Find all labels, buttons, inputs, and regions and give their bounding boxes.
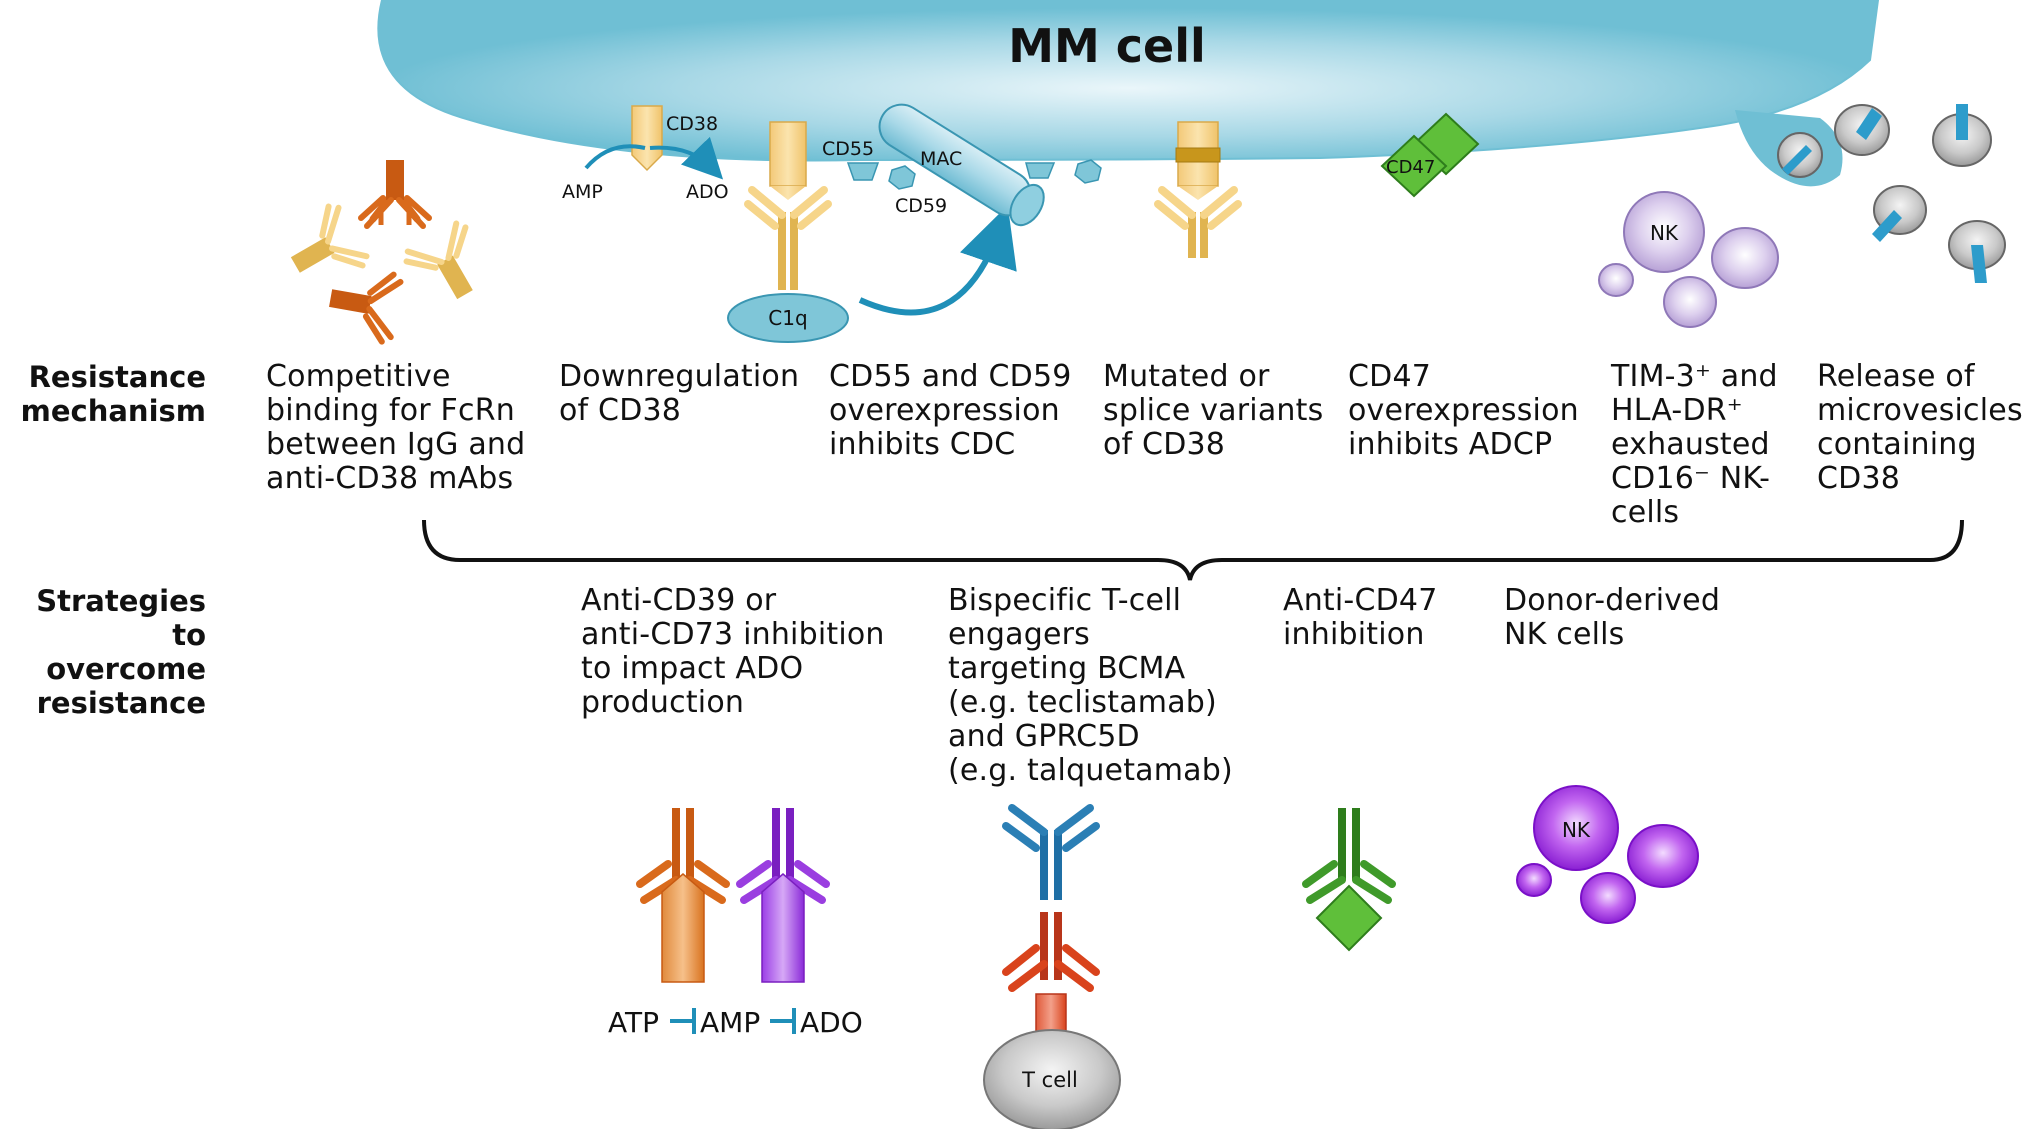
atp-bottom-label: ATP [608,1006,659,1039]
amp-bottom-label: AMP [700,1006,760,1039]
strategy-2: Bispecific T-cell engagers targeting BCM… [948,583,1233,788]
cell-title: MM cell [1008,19,1206,73]
mechanism-4: Mutated or splice variants of CD38 [1103,359,1324,462]
mutated-cd38-illustration [1154,121,1242,258]
microvesicles-illustration [1777,104,2006,283]
cd38-label: CD38 [666,113,718,135]
cd47-illustration: CD47 [1380,112,1480,198]
bispecific-tce-illustration: T cell [983,804,1121,1129]
mm-cell: MM cell [377,0,1880,187]
mac-label: MAC [920,148,962,170]
mechanism-1: Competitive binding for FcRn between IgG… [266,359,526,496]
mechanism-5: CD47 overexpression inhibits ADCP [1348,359,1579,462]
ado-label: ADO [686,181,729,203]
cdc-inhibition-illustration: C1q MAC CD55 CD59 [727,103,1102,343]
strategies-row-header: Strategies to overcome resistance [36,584,206,720]
nk-bottom-label: NK [1562,818,1591,842]
strategy-3: Anti-CD47 inhibition [1283,583,1438,652]
strategy-1: Anti-CD39 or anti-CD73 inhibition to imp… [581,583,885,720]
resistance-row-header: Resistance mechanism [20,360,206,428]
t-cell-label: T cell [1021,1068,1078,1092]
amp-label: AMP [562,181,603,203]
ado-bottom-label: ADO [800,1006,863,1039]
anti-cd47-illustration [1302,808,1396,952]
mechanism-2: Downregulation of CD38 [559,359,800,428]
donor-nk-illustration: NK [1516,785,1699,924]
nk-label: NK [1650,221,1679,245]
c1q-label: C1q [768,306,807,330]
exhausted-nk-illustration: NK [1598,191,1779,328]
mechanism-6: TIM-3⁺ and HLA-DR⁺ exhausted CD16⁻ NK- c… [1611,359,1778,530]
cd38-downregulation-illustration: CD38 AMP ADO [562,105,729,203]
anti-cd39-cd73-illustration: ATP AMP ADO [608,808,863,1039]
strategy-4: Donor-derived NK cells [1504,583,1721,652]
cd47-label: CD47 [1386,157,1435,178]
mechanism-7: Release of microvesicles containing CD38 [1817,359,2023,496]
grouping-brace [422,519,1964,581]
cd55-label: CD55 [822,138,874,160]
cd59-label: CD59 [895,195,947,217]
competing-antibodies-illustration [290,160,473,345]
mechanism-3: CD55 and CD59 overexpression inhibits CD… [829,359,1072,462]
